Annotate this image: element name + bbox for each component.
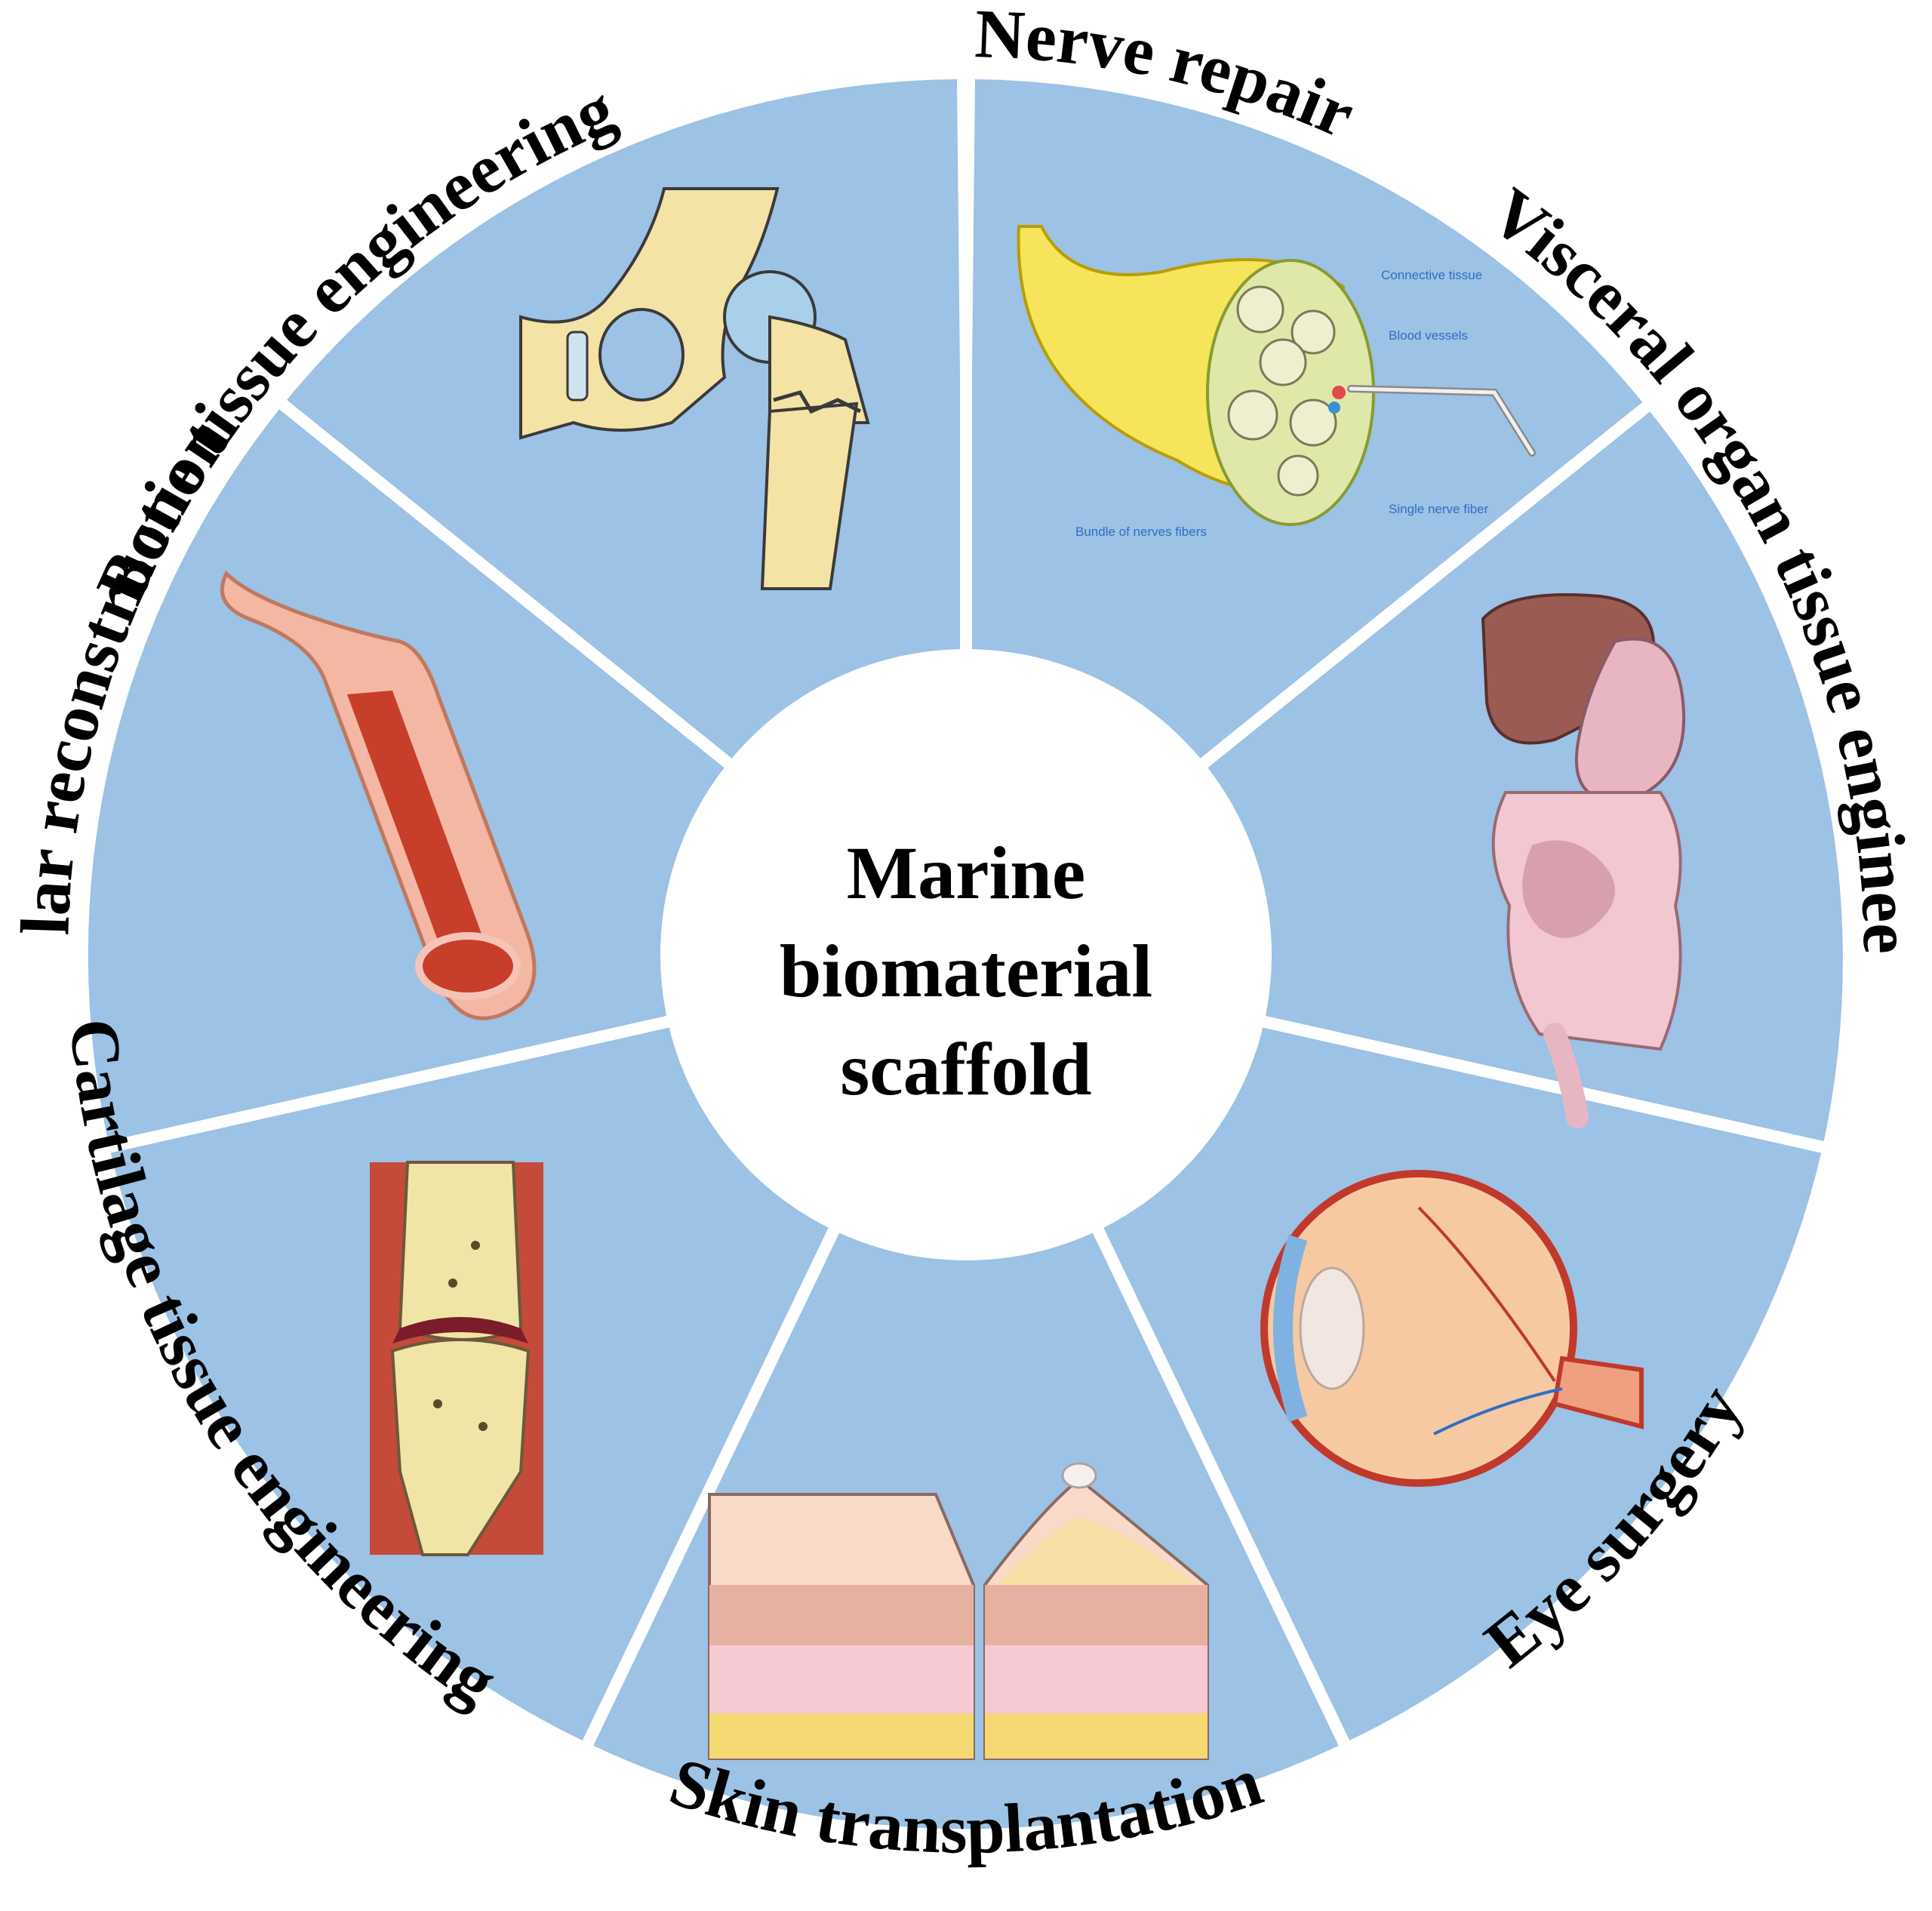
bone-illustration (519, 187, 870, 590)
nerve-illustration: Connective tissue Blood vessels Bundle o… (1017, 225, 1536, 539)
eye-illustration (1260, 1170, 1644, 1487)
nerve-note-blood: Blood vessels (1389, 328, 1468, 343)
center-title-line-3: scaffold (840, 1027, 1091, 1111)
nerve-note-bundle: Bundle of nerves fibers (1075, 525, 1207, 539)
nerve-note-connective: Connective tissue (1381, 268, 1482, 282)
nerve-note-single: Single nerve fiber (1389, 502, 1489, 516)
center-title-line-1: Marine (847, 831, 1086, 915)
skin-illustration (708, 1462, 1209, 1760)
vascular-illustration (220, 570, 537, 1020)
visceral-illustration (1481, 593, 1686, 1128)
center-title-line-2: biomaterial (780, 929, 1152, 1013)
cartilage-illustration (370, 1161, 543, 1556)
center-circle (660, 649, 1272, 1260)
